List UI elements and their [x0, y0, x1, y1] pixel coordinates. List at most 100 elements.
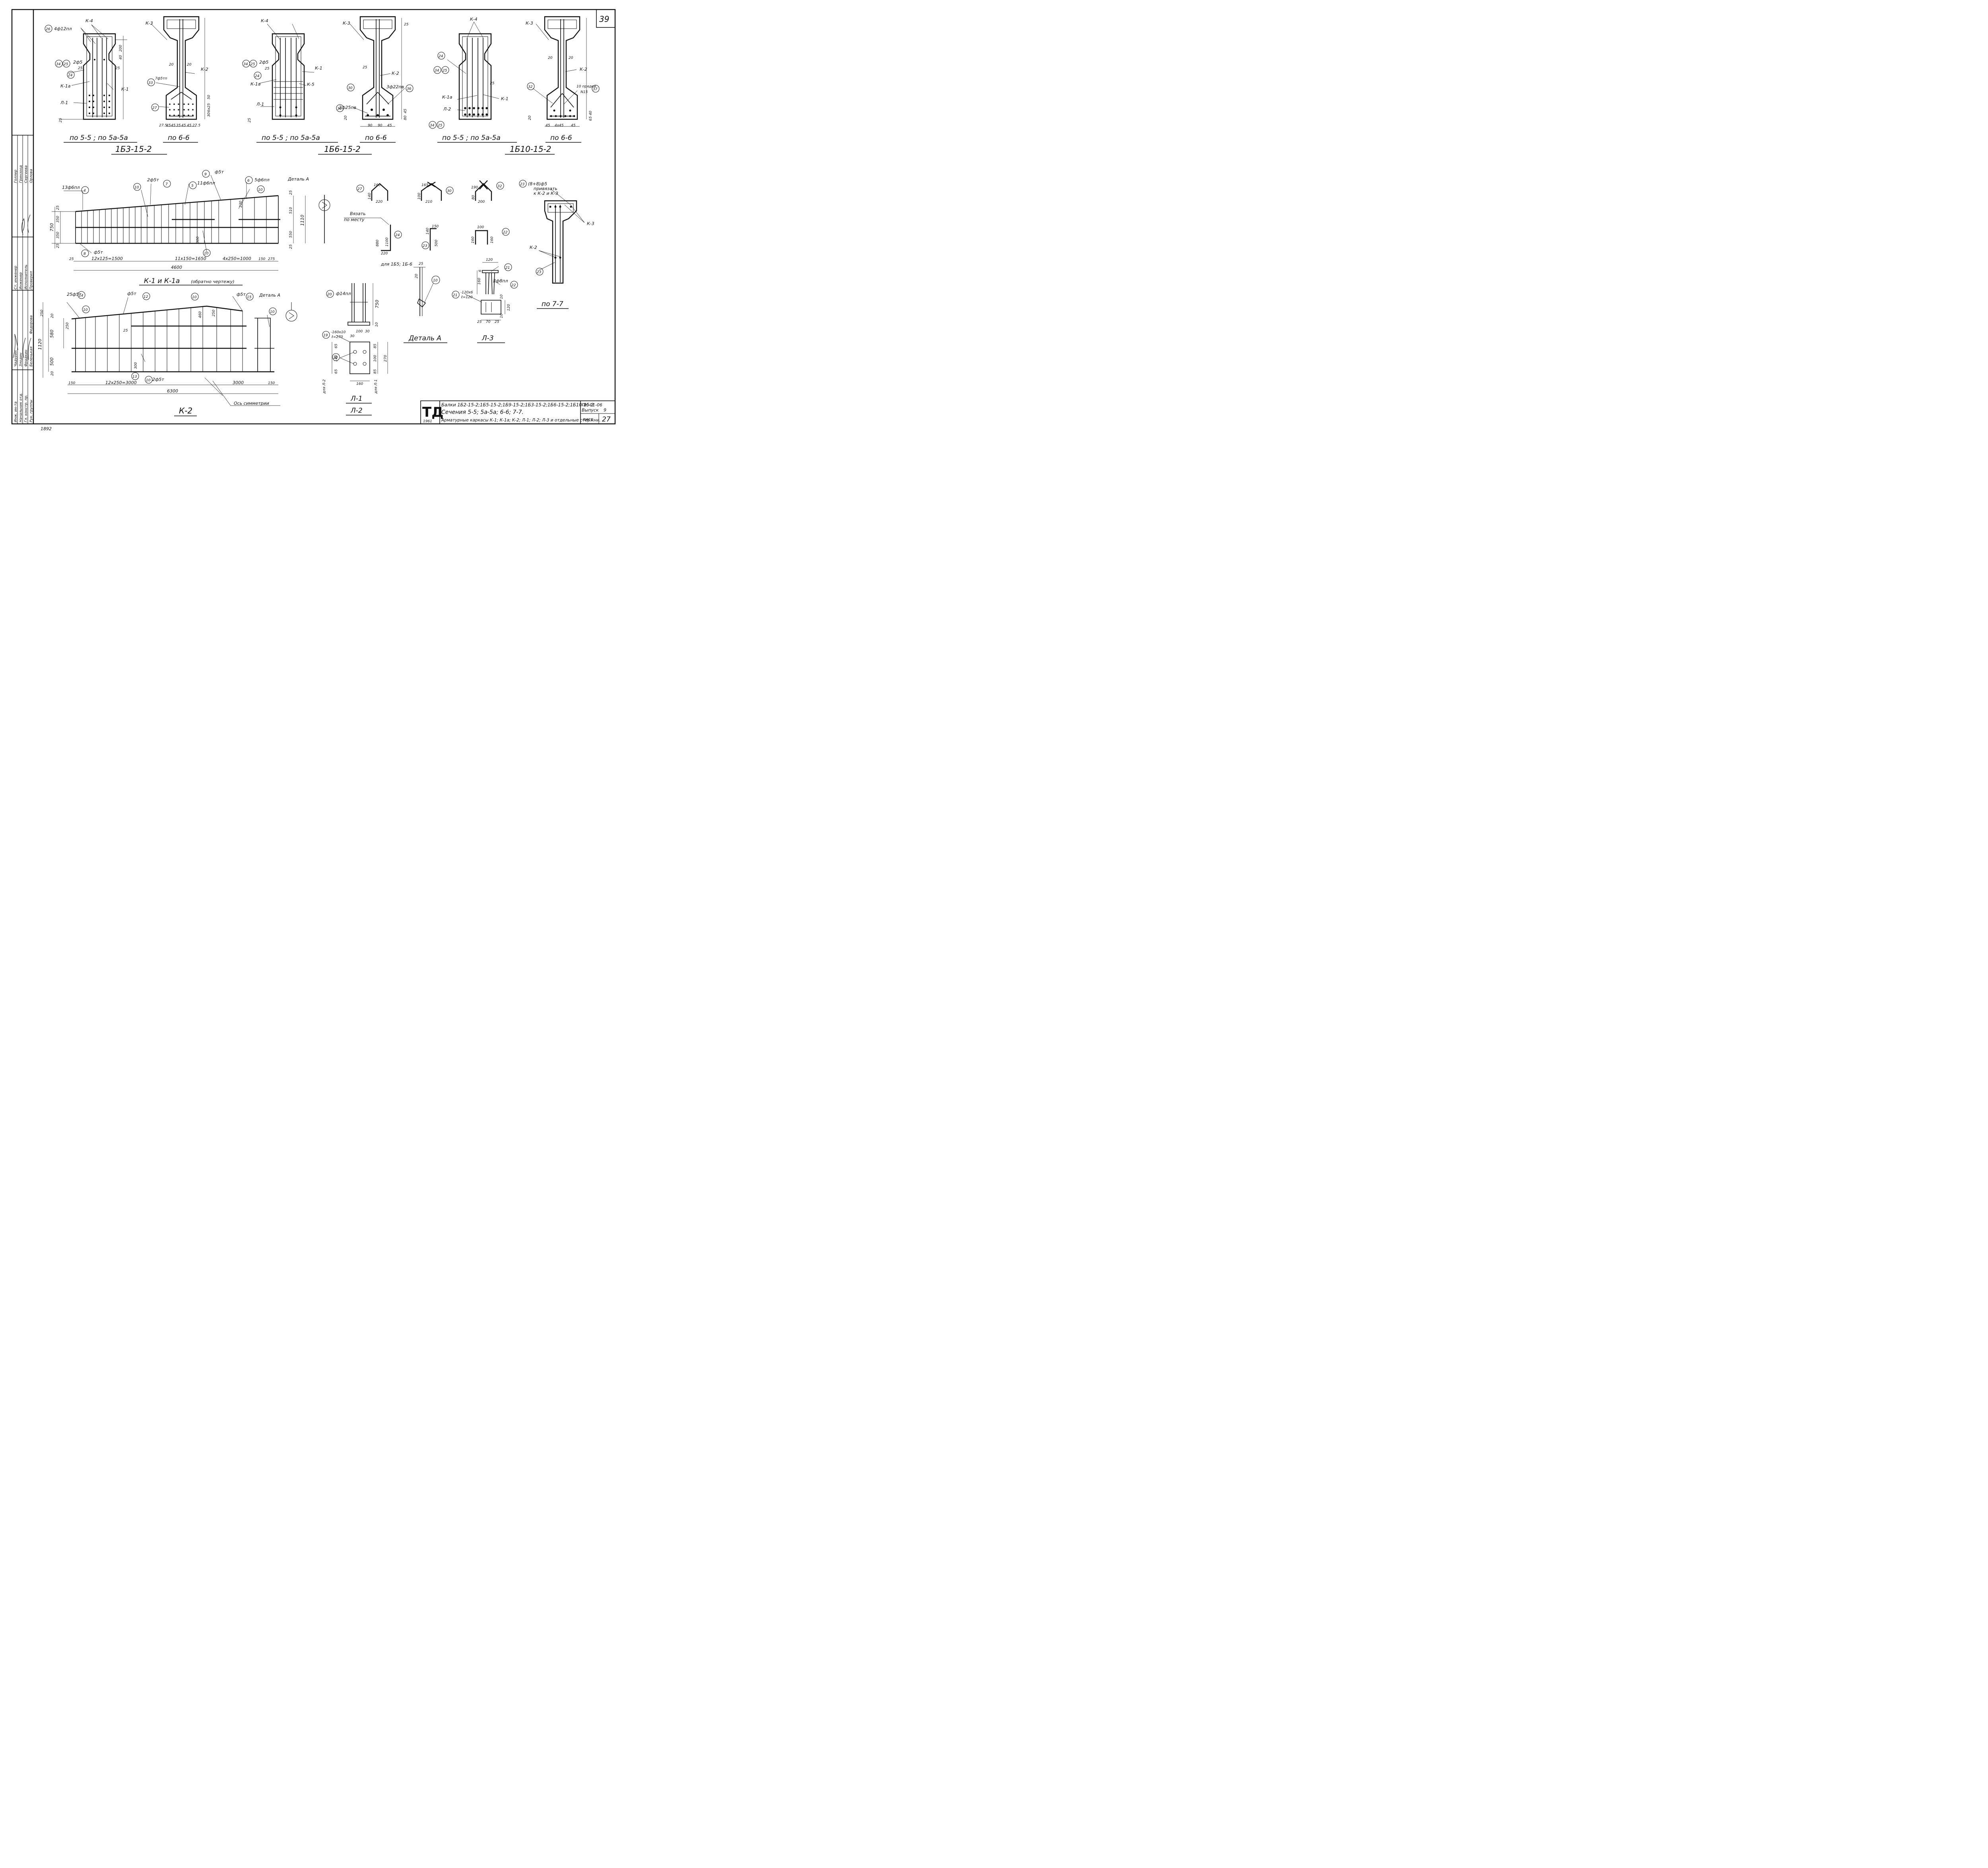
label: 6	[478, 270, 482, 272]
label: К-3	[526, 21, 533, 26]
label: 350	[56, 216, 60, 223]
issue-label: Выпуск	[582, 408, 599, 413]
label: 30	[350, 334, 355, 338]
label: 4х45	[555, 124, 564, 128]
title-line-1: Балки 1Б2-15-2;1Б5-15-2;1Б9-15-2;1Б3-15-…	[441, 402, 594, 408]
stamp-name: Фрадкин	[24, 350, 28, 367]
mark: 25	[438, 124, 443, 128]
label: К-1	[121, 87, 129, 92]
label: 20	[569, 56, 573, 60]
label: 25	[56, 205, 60, 210]
mark: 7	[165, 183, 168, 186]
label: 350	[56, 232, 60, 239]
label: 4600	[171, 265, 182, 270]
label: 250	[212, 310, 216, 317]
stamp-roles-middle: Проверил Исполнитель Инженер Ст. инженер	[14, 265, 33, 289]
label: привязать	[534, 186, 557, 191]
label: К-4	[85, 18, 93, 23]
mark: 34	[430, 124, 435, 128]
section-group-1b10: К-4 К-3 25 20 20 К-2 К-1а К-1 Л-2 10 пря…	[429, 16, 600, 155]
mark: 15	[247, 295, 252, 299]
label: 4х250=1000	[223, 256, 251, 261]
mark: 34	[243, 62, 248, 66]
k1-stirrups	[81, 197, 267, 243]
label: 270	[384, 355, 388, 362]
label: 45	[166, 124, 171, 128]
label: 27.5	[192, 124, 200, 128]
label: 12х125=1500	[91, 256, 123, 261]
label: К-2	[580, 67, 587, 72]
mark: 37	[593, 87, 598, 91]
label: 65	[334, 369, 338, 374]
stamp-name: Чадурин	[14, 350, 18, 367]
caption: по 6-6	[550, 134, 572, 142]
section-7-7-outline	[544, 200, 577, 284]
label: 2ф8пл	[493, 278, 508, 284]
label: К-2	[530, 245, 537, 250]
mark: 10	[204, 252, 209, 256]
label: 150	[258, 257, 265, 261]
label: 20	[344, 115, 348, 120]
mark: 24	[255, 74, 260, 78]
label: 2ф5т	[152, 377, 164, 382]
beam-caption: 1Б3-15-2	[115, 144, 152, 154]
label: 13ф6пл	[62, 185, 80, 190]
stamp-names: Беленькая Федорова Фрадкин Злодин Чадури…	[14, 165, 33, 367]
label: 80	[404, 115, 408, 120]
label: 250	[40, 310, 44, 317]
mark: 26	[46, 27, 50, 31]
mark: 27	[357, 187, 362, 191]
label: Л-1	[60, 100, 68, 105]
mark: 36	[407, 87, 412, 91]
stamp-name: Сергеева	[24, 165, 28, 183]
label: 25	[123, 329, 128, 333]
label: К-2	[392, 71, 399, 76]
section-5-5-outline	[272, 33, 305, 120]
section-6-6-outline	[359, 16, 396, 120]
mark: 10	[192, 295, 197, 299]
label: 100	[373, 355, 377, 362]
label: 300	[196, 237, 200, 243]
label: 25	[419, 262, 423, 266]
section-5-5-outline	[83, 33, 116, 120]
bar-dim: по месту	[344, 217, 365, 222]
mark: 24	[68, 74, 73, 78]
label: 27.5	[159, 124, 167, 128]
label: 510	[289, 207, 293, 214]
sheet-label: лист	[582, 417, 593, 422]
label: 6300	[167, 388, 178, 394]
label: 45	[187, 124, 192, 128]
stamp-name: Орлова	[29, 169, 33, 183]
label: 25	[78, 66, 83, 70]
bar-dim: 160	[490, 237, 494, 243]
mark: 24	[395, 233, 400, 237]
stamp-role: Рук. группы	[29, 400, 33, 422]
label: к К-2 и К-3	[534, 191, 558, 196]
mark: 14	[79, 294, 83, 298]
label: (8+8)ф5	[528, 181, 547, 186]
mark: 5	[191, 184, 194, 188]
mark: 34	[56, 62, 61, 66]
label: 25	[404, 23, 409, 27]
label: 750	[375, 300, 380, 308]
mark: 20	[333, 356, 338, 360]
section-5-5-outline	[458, 33, 492, 120]
mark: 34	[435, 69, 439, 73]
label: К-1	[315, 66, 322, 71]
label: К-1а	[250, 82, 261, 87]
mark: 35	[337, 107, 342, 111]
label: 275	[268, 257, 275, 261]
label: ф5т	[127, 291, 136, 296]
label: 90	[378, 124, 382, 128]
stamp-name: Голлер	[14, 169, 18, 183]
label: 85	[373, 369, 377, 374]
label: 2ф5т	[147, 177, 159, 183]
stamp-role: Гл. констр. пр.	[24, 395, 28, 422]
label: 3ф22пв	[386, 84, 404, 89]
stamp-role: Исполнитель	[24, 265, 28, 289]
caption: по 6-6	[365, 134, 387, 142]
stamp-role: Инж. ин-та	[14, 402, 18, 422]
label: 25	[490, 82, 495, 85]
label: 30	[365, 330, 370, 334]
label: Деталь А	[259, 293, 280, 298]
